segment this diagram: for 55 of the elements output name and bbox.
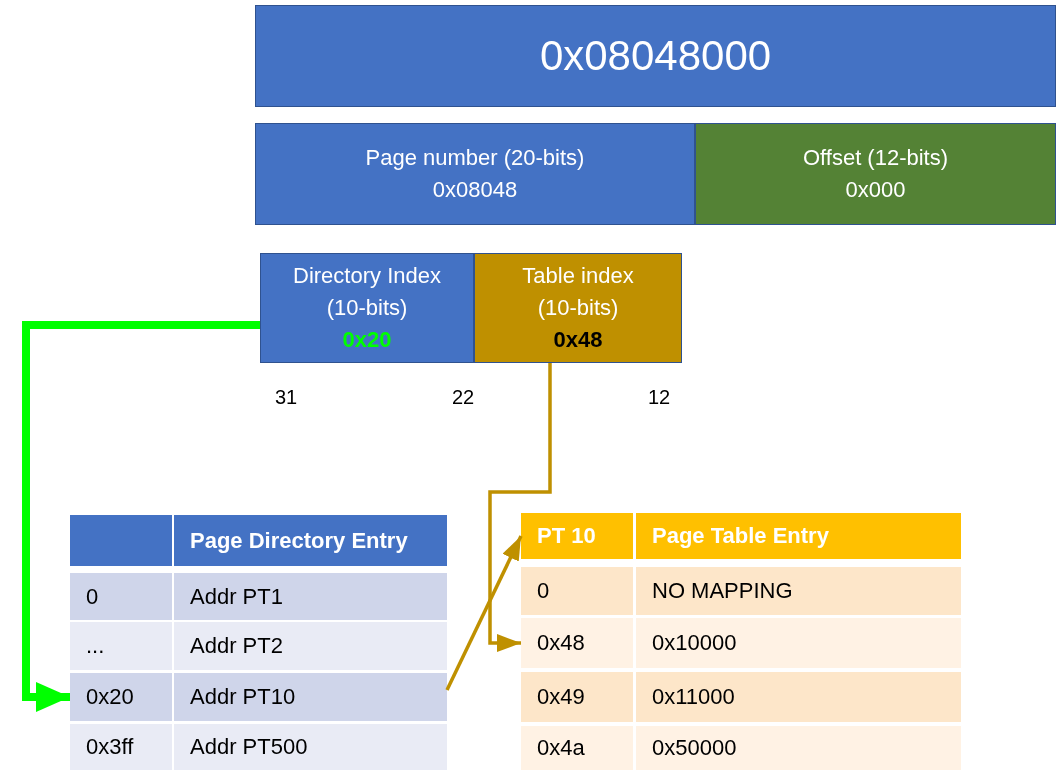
table-cell: [174, 673, 447, 721]
address-value: 0x08048000: [539, 31, 772, 81]
column-heading: Page Directory Entry: [190, 526, 408, 555]
offset-segment: [695, 123, 1056, 225]
entry-value: 0x50000: [652, 734, 737, 762]
table-index-segment: [474, 253, 682, 363]
row-index: 0: [537, 577, 550, 605]
table-cell: [521, 567, 633, 615]
entry-value: NO MAPPING: [652, 577, 793, 605]
table-cell: [521, 618, 633, 668]
row-index: ...: [86, 632, 105, 660]
table-cell: [636, 726, 961, 770]
table-cell: [636, 672, 961, 722]
row-index: 0x48: [537, 629, 585, 657]
table-cell: [636, 618, 961, 668]
entry-value: Addr PT2: [190, 632, 283, 660]
row-index: 0x3ff: [86, 733, 134, 761]
segment-title: Directory Index (10-bits): [292, 262, 442, 322]
segment-value: 0x000: [845, 176, 906, 204]
table-cell: [174, 573, 447, 620]
row-index: 0x49: [537, 683, 585, 711]
column-heading: Page Table Entry: [652, 522, 829, 550]
index-value: 0x48: [553, 326, 603, 354]
table-header-cell: [70, 515, 172, 566]
table-cell: [636, 567, 961, 615]
table-header-cell: [174, 515, 447, 566]
index-value: 0x20: [342, 326, 392, 354]
table-cell: [521, 726, 633, 770]
segment-value: 0x08048: [432, 176, 518, 204]
entry-value: Addr PT1: [190, 582, 283, 611]
bit-position-label: 22: [451, 385, 475, 409]
segment-title: Offset (12-bits): [802, 144, 949, 172]
entry-value: Addr PT500: [190, 733, 308, 761]
row-index: 0: [86, 582, 99, 611]
table-cell: [70, 673, 172, 721]
bit-position-label: 12: [647, 385, 671, 409]
arrow: [22, 321, 260, 712]
row-index: 0x4a: [537, 734, 585, 762]
virtual-address-bar: [255, 5, 1056, 107]
arrow: [488, 363, 552, 652]
column-heading: PT 10: [537, 522, 596, 550]
page-number-segment: [255, 123, 695, 225]
table-header-cell: [521, 513, 633, 559]
entry-value: 0x10000: [652, 629, 737, 657]
entry-value: 0x11000: [652, 683, 735, 711]
segment-title: Page number (20-bits): [365, 144, 585, 172]
arrow: [445, 535, 523, 691]
table-cell: [521, 672, 633, 722]
table-cell: [70, 573, 172, 620]
segment-title: Table index (10-bits): [521, 262, 635, 322]
table-header-cell: [636, 513, 961, 559]
row-index: 0x20: [86, 683, 134, 711]
entry-value: Addr PT10: [190, 683, 296, 711]
directory-index-segment: [260, 253, 474, 363]
bit-position-label: 31: [274, 385, 298, 409]
